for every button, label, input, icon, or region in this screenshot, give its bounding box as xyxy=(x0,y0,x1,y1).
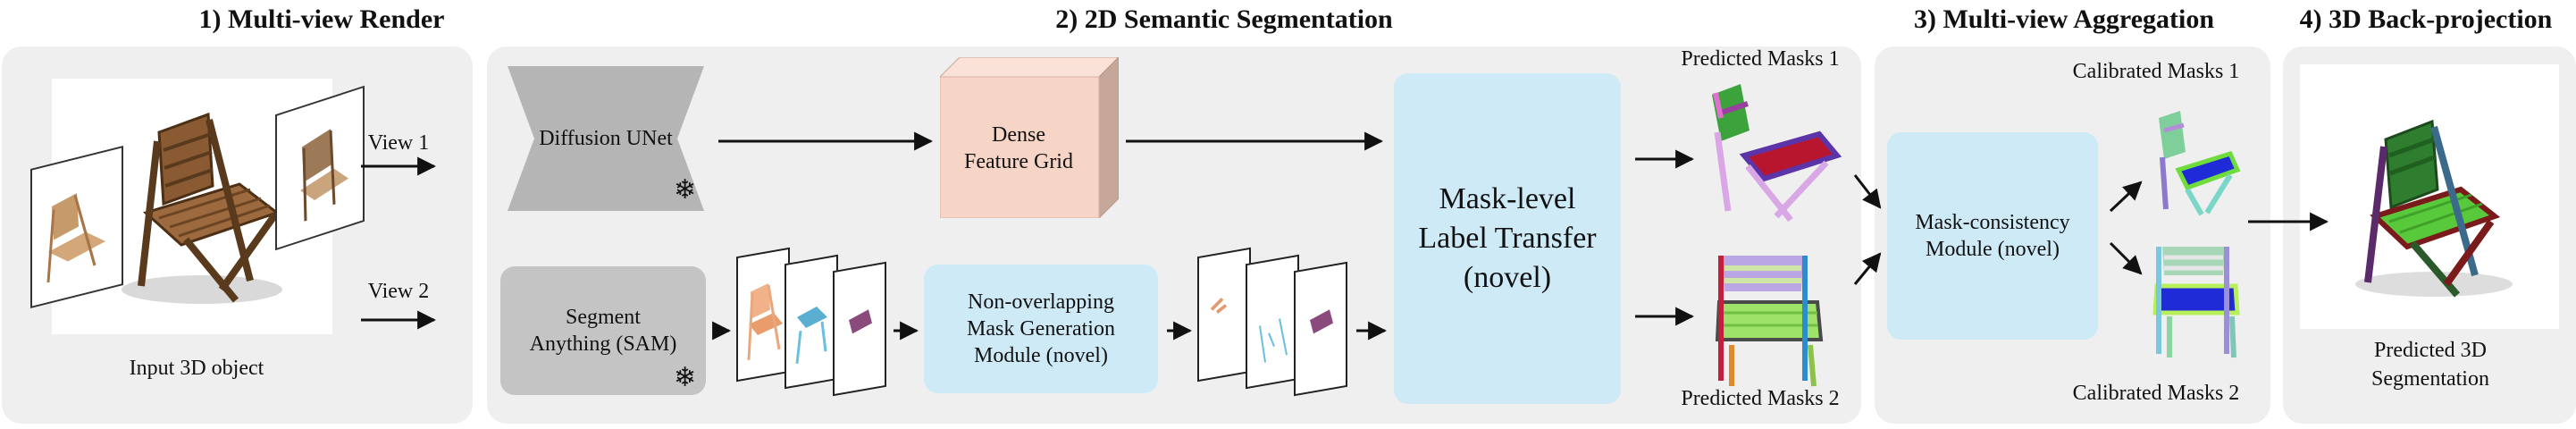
arrow-pred1-to-consistency xyxy=(1853,174,1882,209)
section-title-render: 1) Multi-view Render xyxy=(198,4,445,34)
chair-view-thumb xyxy=(46,192,105,283)
chair-3d-illustration xyxy=(122,112,282,304)
nonoverlap-label-line2: Mask Generation xyxy=(967,317,1115,341)
consistency-label-line2: Module (novel) xyxy=(1926,238,2060,261)
sam-mask-card xyxy=(785,254,838,390)
label-transfer-module: Mask-level Label Transfer (novel) xyxy=(1394,73,1621,404)
feature-cube-shape xyxy=(940,57,1119,218)
input-object-label: Input 3D object xyxy=(129,357,264,380)
backprojection-canvas xyxy=(2300,64,2559,329)
view-1-label: View 1 xyxy=(367,131,430,155)
snowflake-icon: ❄ xyxy=(674,174,697,206)
predicted-mask-chair-1 xyxy=(1712,84,1842,223)
nonoverlap-mask-card xyxy=(1246,254,1299,390)
mask-thumb xyxy=(747,282,783,361)
dense-feature-grid: Dense Feature Grid xyxy=(940,57,1119,218)
snowflake-icon: ❄ xyxy=(674,362,697,393)
transfer-label-line1: Mask-level xyxy=(1439,182,1576,215)
section-title-aggregation: 3) Multi-view Aggregation xyxy=(1913,4,2215,34)
predicted-masks-1-label: Predicted Masks 1 xyxy=(1681,47,1840,71)
nonoverlap-mask-card xyxy=(1197,247,1251,383)
dense-label-line2: Feature Grid xyxy=(964,150,1073,173)
sam-label-line2: Anything (SAM) xyxy=(529,332,677,356)
mask-thumb xyxy=(1310,309,1333,334)
panel-segmentation xyxy=(487,46,1861,424)
arrow-consistency-to-cal1 xyxy=(2109,181,2143,213)
view-2-label: View 2 xyxy=(367,280,430,303)
predicted-3d-label-line1: Predicted 3D xyxy=(2374,339,2487,362)
transfer-label-line3: (novel) xyxy=(1463,261,1552,294)
chair-view-thumb xyxy=(300,129,348,222)
arrow-consistency-to-cal2 xyxy=(2109,241,2143,275)
section-title-backprojection: 4) 3D Back-projection xyxy=(2299,4,2553,34)
unet-shape xyxy=(508,66,704,211)
predicted-3d-label: Predicted 3D Segmentation xyxy=(2323,336,2538,393)
arrow-pred2-to-consistency xyxy=(1853,252,1882,285)
sam-mask-card xyxy=(833,261,886,397)
mask-thumb xyxy=(1210,298,1228,314)
nonoverlap-mask-module: Non-overlapping Mask Generation Module (… xyxy=(924,265,1158,393)
mask-consistency-module: Mask-consistency Module (novel) xyxy=(1887,132,2098,340)
mask-thumb xyxy=(849,309,872,334)
sam-label-line1: Segment xyxy=(565,306,641,329)
section-title-segmentation: 2) 2D Semantic Segmentation xyxy=(1055,4,1393,34)
mask-thumb xyxy=(1259,318,1288,363)
sam-mask-card xyxy=(736,247,790,383)
predicted-3d-label-line2: Segmentation xyxy=(2371,367,2489,391)
view-plane-1 xyxy=(275,85,365,251)
calibrated-mask-chair-1 xyxy=(2159,111,2241,216)
calibrated-masks-2-label: Calibrated Masks 2 xyxy=(2072,382,2240,405)
diffusion-unet-block: Diffusion UNet xyxy=(508,66,704,211)
dense-label-line1: Dense xyxy=(992,123,1045,147)
nonoverlap-mask-card xyxy=(1294,261,1347,397)
mask-thumb xyxy=(795,306,827,364)
calibrated-masks-1-label: Calibrated Masks 1 xyxy=(2072,60,2240,83)
calibrated-mask-chair-2 xyxy=(2152,247,2240,358)
transfer-label-line2: Label Transfer xyxy=(1418,222,1597,255)
nonoverlap-label-line3: Module (novel) xyxy=(974,344,1108,367)
predicted-mask-chair-2 xyxy=(1715,256,1824,387)
segmented-chair-3d xyxy=(2355,119,2513,298)
nonoverlap-label-line1: Non-overlapping xyxy=(968,290,1114,314)
diffusion-unet-label: Diffusion UNet xyxy=(539,127,673,150)
sam-block: Segment Anything (SAM) xyxy=(500,266,706,395)
consistency-label-line1: Mask-consistency xyxy=(1915,211,2070,234)
view-plane-2 xyxy=(30,146,123,308)
predicted-masks-2-label: Predicted Masks 2 xyxy=(1681,387,1840,410)
